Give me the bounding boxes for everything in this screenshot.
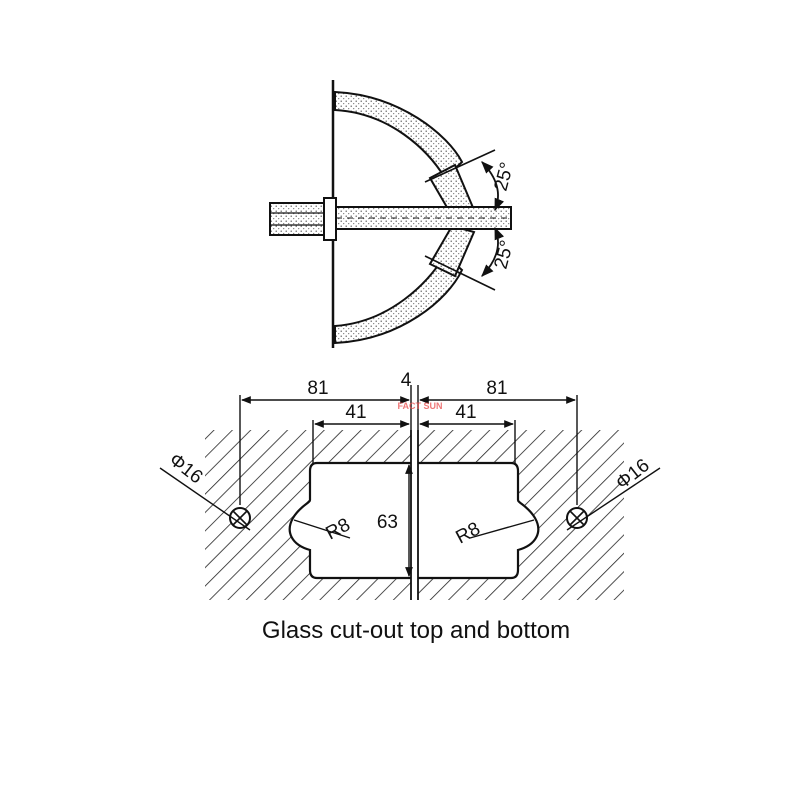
watermark: FACT SUN: [398, 401, 443, 411]
top-view: 25° 25°: [269, 80, 519, 348]
cutout-view: 81 81 4 41 41 63 R8 R8 Φ16 Φ16 FACT SUN: [159, 370, 661, 600]
hole-left-label: Φ16: [165, 449, 207, 488]
dim-left-outer: 81: [307, 378, 328, 399]
caption: Glass cut-out top and bottom: [262, 617, 570, 644]
right-cutout-outline: [418, 461, 540, 580]
dim-height: 63: [377, 512, 398, 533]
upper-glass-arc: [334, 90, 464, 180]
lower-angle-label: 25°: [491, 238, 519, 271]
dim-left-inner: 41: [345, 402, 366, 423]
dim-gap: 4: [401, 370, 412, 391]
hinge-collar: [323, 197, 337, 241]
radius-left: R8: [322, 514, 353, 544]
left-hole: [229, 507, 251, 529]
hinge-plate: [269, 202, 325, 236]
radius-right: R8: [452, 518, 483, 548]
lower-angle-line: [424, 255, 496, 291]
dim-right-outer: 81: [486, 378, 507, 399]
lower-angle-arc: [481, 226, 505, 277]
right-hole: [566, 507, 588, 529]
left-cutout-outline: [288, 461, 411, 580]
dim-right-inner: 41: [455, 402, 476, 423]
right-glass-hatch: [418, 430, 624, 600]
upper-angle-label: 25°: [491, 160, 519, 193]
upper-angle-line: [424, 149, 496, 183]
upper-angle-arc: [481, 161, 505, 212]
left-glass-hatch: [205, 430, 411, 600]
